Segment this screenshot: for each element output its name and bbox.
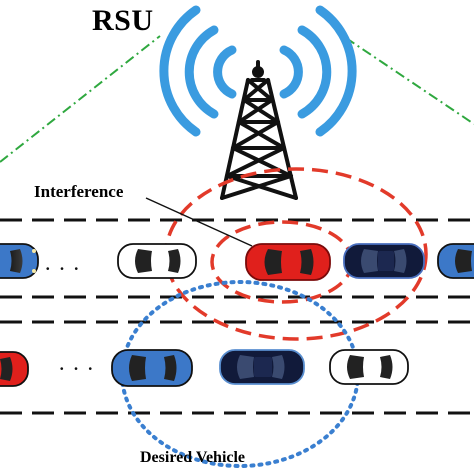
car-icon — [117, 243, 197, 279]
coverage-boundary — [0, 35, 474, 163]
road — [0, 218, 474, 415]
ellipsis-upper: • • • — [46, 264, 82, 275]
car-icon — [343, 243, 425, 279]
desired-vehicle-label: Desired Vehicle — [140, 449, 246, 466]
rsu-label: RSU — [92, 4, 154, 37]
car-icon — [0, 243, 39, 279]
car-icon — [219, 349, 305, 385]
ellipsis-lower: • • • — [60, 364, 96, 375]
interference-pointer — [145, 197, 253, 247]
car-icon-desired — [111, 349, 193, 387]
car-icon — [0, 351, 29, 387]
car-icon-interfering — [245, 243, 331, 281]
interference-label: Interference — [34, 182, 124, 201]
car-icon — [329, 349, 409, 385]
radio-tower-icon — [220, 60, 298, 200]
signal-waves-icon — [159, 5, 357, 137]
car-icon — [437, 243, 474, 279]
